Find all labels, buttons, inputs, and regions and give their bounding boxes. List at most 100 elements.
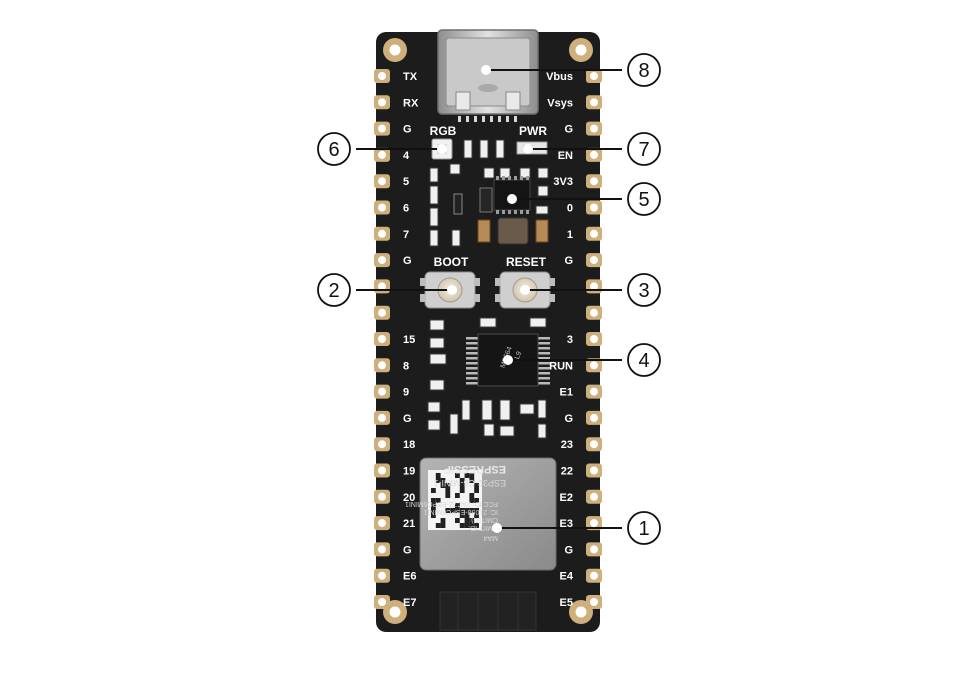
- callout-dot: [447, 285, 457, 295]
- qr-cell: [459, 488, 465, 493]
- qr-cell: [455, 508, 460, 513]
- usb-c-connector: [437, 29, 539, 122]
- callout-number: 8: [638, 60, 649, 82]
- module-brand: ESPRESSIF: [444, 463, 506, 475]
- right-pin-label: E5: [560, 597, 573, 609]
- module-cert-line: IC: 21098-ESPC6MINI1: [424, 508, 498, 515]
- callout-circle: [627, 273, 661, 307]
- pin-hole: [378, 598, 386, 606]
- pin-hole: [590, 256, 598, 265]
- chip-pin: [466, 372, 478, 375]
- pin-hole: [590, 177, 598, 186]
- pin-hole: [378, 413, 386, 422]
- qr-cell: [464, 508, 470, 513]
- right-pin-label: RUN: [549, 360, 573, 372]
- pin-hole: [590, 308, 598, 317]
- pin-hole: [590, 72, 598, 80]
- pin-hole: [590, 598, 598, 606]
- qr-cell: [431, 513, 436, 518]
- left-pin-header: [374, 69, 390, 609]
- left-pin-label: 4: [403, 150, 410, 162]
- module-code: MA4: [484, 534, 499, 541]
- pin-hole: [590, 335, 598, 343]
- callout-dot: [492, 523, 502, 533]
- callout-number: 2: [328, 280, 339, 302]
- pin-hole: [378, 519, 386, 528]
- right-pin-label: 0: [567, 203, 573, 215]
- pin-hole: [378, 203, 386, 212]
- callout-dot: [523, 144, 533, 154]
- left-pin-label: G: [403, 413, 412, 425]
- pin-hole: [590, 413, 598, 422]
- qr-cell: [440, 518, 446, 523]
- qr-cell: [435, 498, 441, 503]
- pin-hole: [378, 361, 386, 370]
- pin-hole: [590, 124, 598, 133]
- qr-cell: [440, 523, 446, 528]
- mounting-hole: [389, 606, 401, 618]
- chip-pin: [466, 342, 478, 345]
- right-pin-label: 22: [561, 466, 573, 478]
- pin-hole: [378, 335, 386, 343]
- qr-cell: [474, 508, 479, 513]
- right-pin-label: 1: [567, 229, 573, 241]
- left-pin-label: 9: [403, 387, 409, 399]
- left-pin-label: TX: [403, 71, 418, 83]
- qr-cell: [440, 483, 446, 488]
- pin-hole: [590, 203, 598, 212]
- qr-cell: [435, 523, 441, 528]
- callout-3: 3: [520, 273, 661, 307]
- left-pin-label: G: [403, 255, 412, 267]
- chip-pin: [538, 337, 550, 340]
- callout-number: 3: [638, 280, 649, 302]
- pin-hole: [590, 492, 598, 501]
- qr-cell: [431, 508, 436, 513]
- callout-5: 5: [507, 182, 661, 216]
- left-pin-label: 18: [403, 439, 415, 451]
- qr-cell: [450, 508, 455, 513]
- qr-cell: [464, 518, 470, 523]
- pin-hole: [378, 150, 386, 159]
- qr-cell: [431, 498, 436, 503]
- callout-circle: [317, 273, 351, 307]
- smd-components: [427, 139, 549, 439]
- qr-cell: [459, 508, 465, 513]
- chip-pin: [538, 362, 550, 365]
- qr-cell: [455, 518, 460, 523]
- pin-hole: [378, 308, 386, 317]
- callout-circle: [627, 511, 661, 545]
- pin-hole: [590, 440, 598, 449]
- left-pin-label: 20: [403, 492, 415, 504]
- qr-cell: [469, 478, 475, 483]
- pin-hole: [590, 98, 598, 107]
- pin-hole: [378, 387, 386, 396]
- chip-pin: [538, 357, 550, 360]
- qr-cell: [469, 508, 475, 513]
- pin-hole: [590, 229, 598, 238]
- qr-cell: [435, 473, 441, 478]
- callout-4: 4: [503, 343, 661, 377]
- qr-cell: [469, 518, 475, 523]
- right-pin-label: G: [564, 255, 573, 267]
- qr-cell: [469, 523, 475, 528]
- left-pin-label: 6: [403, 203, 409, 215]
- callout-circle: [627, 182, 661, 216]
- qr-cell: [455, 503, 460, 508]
- chip-pin: [466, 347, 478, 350]
- qr-cell: [464, 513, 470, 518]
- pin-hole: [590, 519, 598, 528]
- callout-dot: [437, 144, 447, 154]
- right-pin-label: E4: [560, 571, 574, 583]
- qr-cell: [474, 498, 479, 503]
- callout-circle: [317, 132, 351, 166]
- qr-cell: [445, 488, 451, 493]
- right-pin-label: G: [564, 413, 573, 425]
- diode-components: [453, 187, 549, 245]
- qr-cell: [464, 473, 470, 478]
- pin-hole: [378, 466, 386, 475]
- callout-number: 4: [638, 350, 649, 372]
- chip-pin: [466, 357, 478, 360]
- esp32-c6-module: MA4 CMIIT ID: CMIT(C) IC: 21098-ESPC6MIN…: [405, 457, 557, 631]
- qr-cell: [445, 508, 451, 513]
